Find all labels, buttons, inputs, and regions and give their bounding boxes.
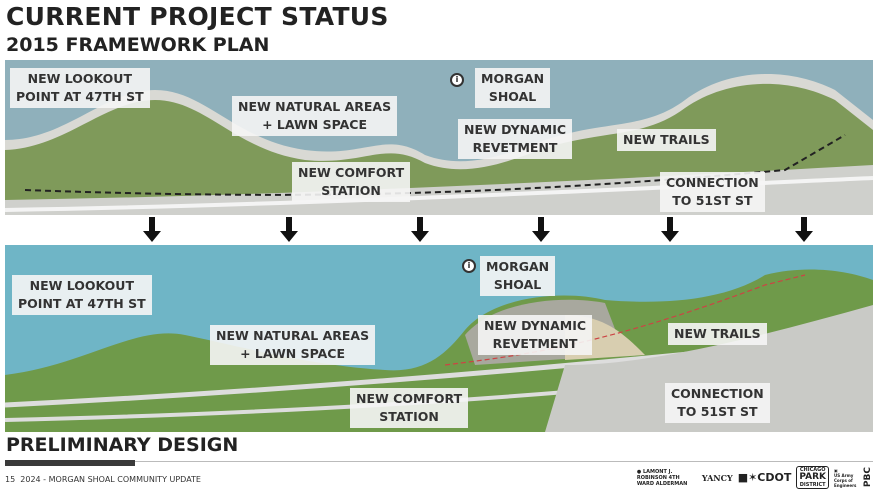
label-line: NEW TRAILS <box>674 326 761 341</box>
label-line: REVETMENT <box>472 140 558 155</box>
accent-bar <box>5 460 135 466</box>
label-natural-areas: NEW NATURAL AREAS + LAWN SPACE <box>232 96 398 136</box>
label-line: NEW LOOKOUT <box>27 71 132 86</box>
label-line: NEW TRAILS <box>623 132 710 147</box>
page-number: 15 <box>5 475 16 484</box>
arrow-down-icon <box>143 217 813 242</box>
section-title-framework: 2015 FRAMEWORK PLAN <box>6 34 270 56</box>
label-line: NEW NATURAL AREAS <box>216 328 370 343</box>
framework-plan-map: i NEW LOOKOUT POINT AT 47TH ST NEW NATURA… <box>5 60 873 215</box>
label-line: REVETMENT <box>492 336 578 351</box>
label-line: TO 51ST ST <box>677 404 758 419</box>
label-line: SHOAL <box>488 89 537 104</box>
label-line: NEW LOOKOUT <box>29 278 134 293</box>
partner-logos: ● LAMONT J. ROBINSON 4TH WARD ALDERMAN Y… <box>637 466 873 489</box>
label-line: STATION <box>379 409 439 424</box>
label-line: MORGAN <box>486 259 550 274</box>
label-line: NEW DYNAMIC <box>484 318 587 333</box>
label-line: POINT AT 47TH ST <box>16 89 144 104</box>
label-line: STATION <box>321 183 381 198</box>
preliminary-design-map: i NEW LOOKOUT POINT AT 47TH ST MORGAN SHOA… <box>5 245 873 432</box>
label-morgan-shoal: MORGAN SHOAL <box>475 68 551 108</box>
label-comfort-station: NEW COMFORT STATION <box>292 162 411 202</box>
label-line: MORGAN <box>481 71 545 86</box>
framework-plan-image <box>5 60 873 215</box>
label-line: + LAWN SPACE <box>262 117 368 132</box>
label-line: NEW NATURAL AREAS <box>238 99 392 114</box>
divider <box>5 461 873 462</box>
label-line: CONNECTION <box>671 386 764 401</box>
logo-pbc: PBC <box>863 467 873 488</box>
label-revetment: NEW DYNAMIC REVETMENT <box>458 119 573 159</box>
section-title-preliminary: PRELIMINARY DESIGN <box>6 434 239 456</box>
label-line: POINT AT 47TH ST <box>18 296 146 311</box>
logo-army-corps: ▣US Army Corps of Engineers <box>834 467 857 488</box>
label-lookout: NEW LOOKOUT POINT AT 47TH ST <box>12 275 152 315</box>
info-pin-icon: i <box>462 259 476 273</box>
info-pin-icon: i <box>450 73 464 87</box>
label-trails: NEW TRAILS <box>617 129 716 151</box>
label-revetment: NEW DYNAMIC REVETMENT <box>478 315 593 355</box>
logo-cdot: ■✶CDOT <box>737 471 792 484</box>
label-connection: CONNECTION TO 51ST ST <box>665 383 770 423</box>
label-line: TO 51ST ST <box>672 193 753 208</box>
label-line: SHOAL <box>493 277 542 292</box>
page-title: CURRENT PROJECT STATUS <box>6 2 389 31</box>
label-line: NEW DYNAMIC <box>464 122 567 137</box>
logo-yancy: YANCY <box>701 472 733 483</box>
label-connection: CONNECTION TO 51ST ST <box>660 172 765 212</box>
label-line: NEW COMFORT <box>298 165 405 180</box>
label-line: CONNECTION <box>666 175 759 190</box>
label-morgan-shoal: MORGAN SHOAL <box>480 256 556 296</box>
label-trails: NEW TRAILS <box>668 323 767 345</box>
label-lookout: NEW LOOKOUT POINT AT 47TH ST <box>10 68 150 108</box>
label-line: NEW COMFORT <box>356 391 463 406</box>
label-comfort-station: NEW COMFORT STATION <box>350 388 469 428</box>
footer: 15 2024 - MORGAN SHOAL COMMUNITY UPDATE <box>5 475 201 484</box>
label-natural-areas: NEW NATURAL AREAS + LAWN SPACE <box>210 325 376 365</box>
logo-alderman: ● LAMONT J. ROBINSON 4TH WARD ALDERMAN <box>636 468 688 487</box>
label-line: + LAWN SPACE <box>240 346 346 361</box>
footer-text: 2024 - MORGAN SHOAL COMMUNITY UPDATE <box>20 475 201 484</box>
